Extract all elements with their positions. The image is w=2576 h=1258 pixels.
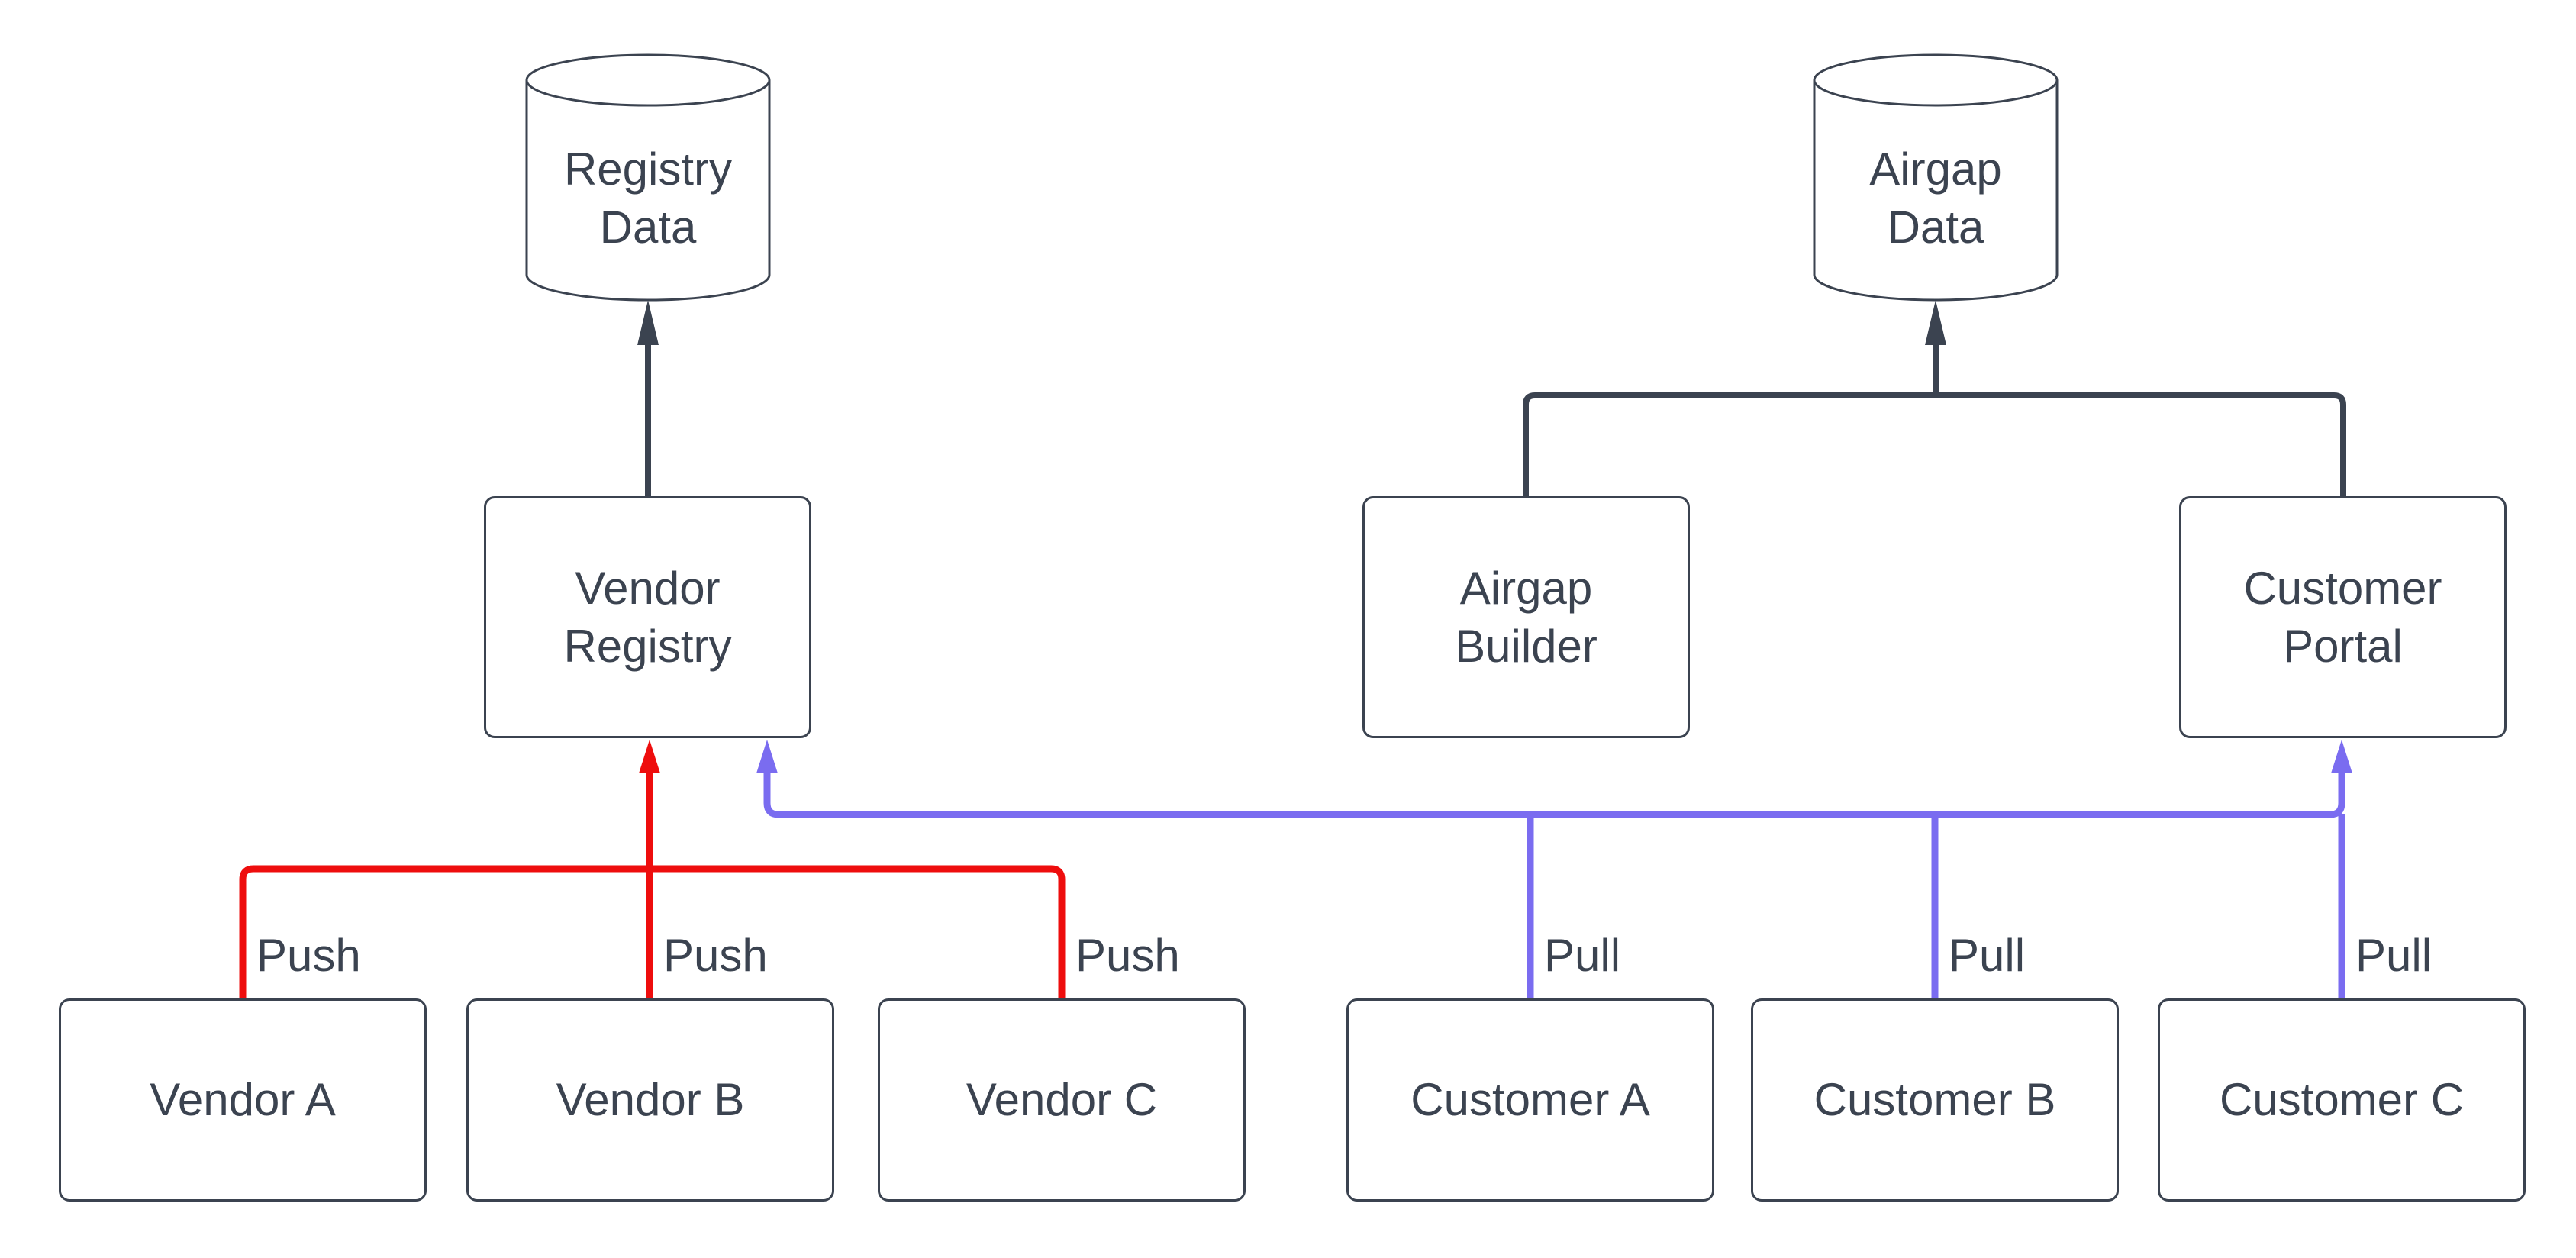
vendor-b-label: Vendor B bbox=[556, 1074, 745, 1125]
customer-b-label: Customer B bbox=[1814, 1074, 2056, 1125]
node-vendor-b: Vendor B bbox=[466, 998, 834, 1202]
arrowhead-airgap-data bbox=[1925, 300, 1946, 345]
pull-label-customer-b: Pull bbox=[1949, 930, 2026, 981]
airgap-data-line2: Data bbox=[1887, 202, 1984, 253]
customer-a-label: Customer A bbox=[1411, 1074, 1650, 1125]
push-label-vendor-c: Push bbox=[1075, 930, 1180, 981]
arrowhead-pull-vendor-registry bbox=[756, 740, 778, 773]
customer-portal-line1: Customer bbox=[2243, 562, 2442, 614]
vendor-registry-line1: Vendor bbox=[575, 562, 721, 614]
node-customer-b: Customer B bbox=[1751, 998, 2119, 1202]
node-vendor-a: Vendor A bbox=[59, 998, 427, 1202]
push-label-vendor-a: Push bbox=[256, 930, 361, 981]
vendor-a-label: Vendor A bbox=[150, 1074, 336, 1125]
airgap-builder-line2: Builder bbox=[1455, 620, 1598, 672]
node-vendor-c: Vendor C bbox=[878, 998, 1246, 1202]
vendor-registry-line2: Registry bbox=[563, 620, 732, 672]
node-customer-a: Customer A bbox=[1346, 998, 1714, 1202]
pull-label-customer-c: Pull bbox=[2355, 930, 2433, 981]
customer-c-label: Customer C bbox=[2219, 1074, 2465, 1125]
edge-builder-portal-bus bbox=[1523, 392, 2346, 496]
arrowhead-push-vendor-registry bbox=[639, 740, 660, 773]
registry-data-line1: Registry bbox=[563, 144, 733, 195]
node-vendor-registry: Vendor Registry bbox=[484, 496, 811, 738]
cylinder-airgap-data bbox=[1813, 53, 2059, 302]
vendor-c-label: Vendor C bbox=[966, 1074, 1158, 1125]
airgap-builder-line1: Airgap bbox=[1459, 562, 1593, 614]
pull-label-customer-a: Pull bbox=[1544, 930, 1621, 981]
node-customer-portal: Customer Portal bbox=[2179, 496, 2507, 738]
registry-data-line2: Data bbox=[599, 202, 697, 253]
cylinder-label-registry-data: Registry Data bbox=[527, 140, 769, 256]
customer-portal-line2: Portal bbox=[2283, 620, 2403, 672]
cylinder-label-airgap-data: Airgap Data bbox=[1814, 140, 2057, 256]
push-label-vendor-b: Push bbox=[663, 930, 768, 981]
airgap-data-line1: Airgap bbox=[1869, 144, 2002, 195]
node-airgap-builder: Airgap Builder bbox=[1362, 496, 1690, 738]
arrowhead-pull-customer-portal bbox=[2331, 740, 2352, 773]
arrowhead-registry-data bbox=[637, 300, 659, 345]
edge-pull-bus bbox=[763, 773, 2345, 818]
node-customer-c: Customer C bbox=[2158, 998, 2526, 1202]
cylinder-registry-data bbox=[525, 53, 771, 302]
